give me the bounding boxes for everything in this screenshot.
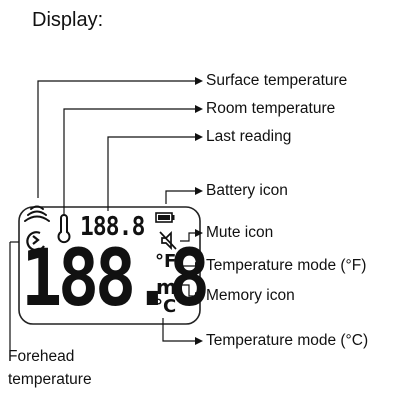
leader-mute: [180, 232, 197, 242]
arrow-battery: [195, 187, 203, 195]
leader-battery: [165, 190, 197, 204]
label-memory-icon: Memory icon: [206, 287, 295, 304]
diagram-heading: Display:: [32, 9, 104, 31]
leader-temp-c: [162, 318, 197, 342]
arrow-mute: [195, 229, 203, 237]
memory-indicator: m: [156, 275, 177, 299]
arrow-memory: [195, 292, 203, 300]
unit-celsius: °C: [154, 296, 177, 317]
speaker-mute-icon: [159, 230, 177, 251]
label-forehead-line2: temperature: [8, 371, 92, 388]
last-reading-digits: 188.8: [80, 212, 145, 242]
label-surface-temperature: Surface temperature: [206, 72, 348, 89]
leader-last-reading: [107, 136, 197, 211]
arrow-surface: [195, 77, 203, 85]
room-thermometer-icon: [57, 214, 71, 244]
label-last-reading: Last reading: [206, 128, 292, 145]
main-temperature-digits: 188.8: [21, 234, 210, 324]
arrow-last-reading: [195, 133, 203, 141]
forehead-head-icon: [26, 231, 45, 252]
label-forehead-line1: Forehead: [8, 348, 75, 365]
label-temp-mode-c: Temperature mode (°C): [206, 332, 369, 349]
label-room-temperature: Room temperature: [206, 100, 336, 117]
label-mute-icon: Mute icon: [206, 224, 274, 241]
unit-fahrenheit: °F: [155, 251, 177, 272]
leader-memory: [180, 284, 197, 297]
arrow-temp-f: [195, 262, 203, 270]
leader-room: [63, 108, 197, 216]
surface-temperature-icon: [24, 205, 50, 222]
battery-icon: [155, 212, 175, 223]
arrow-room: [195, 105, 203, 113]
label-battery-icon: Battery icon: [206, 182, 288, 199]
arrow-temp-c: [195, 337, 203, 345]
label-temp-mode-f: Temperature mode (°F): [206, 257, 367, 274]
leader-surface: [37, 80, 197, 198]
